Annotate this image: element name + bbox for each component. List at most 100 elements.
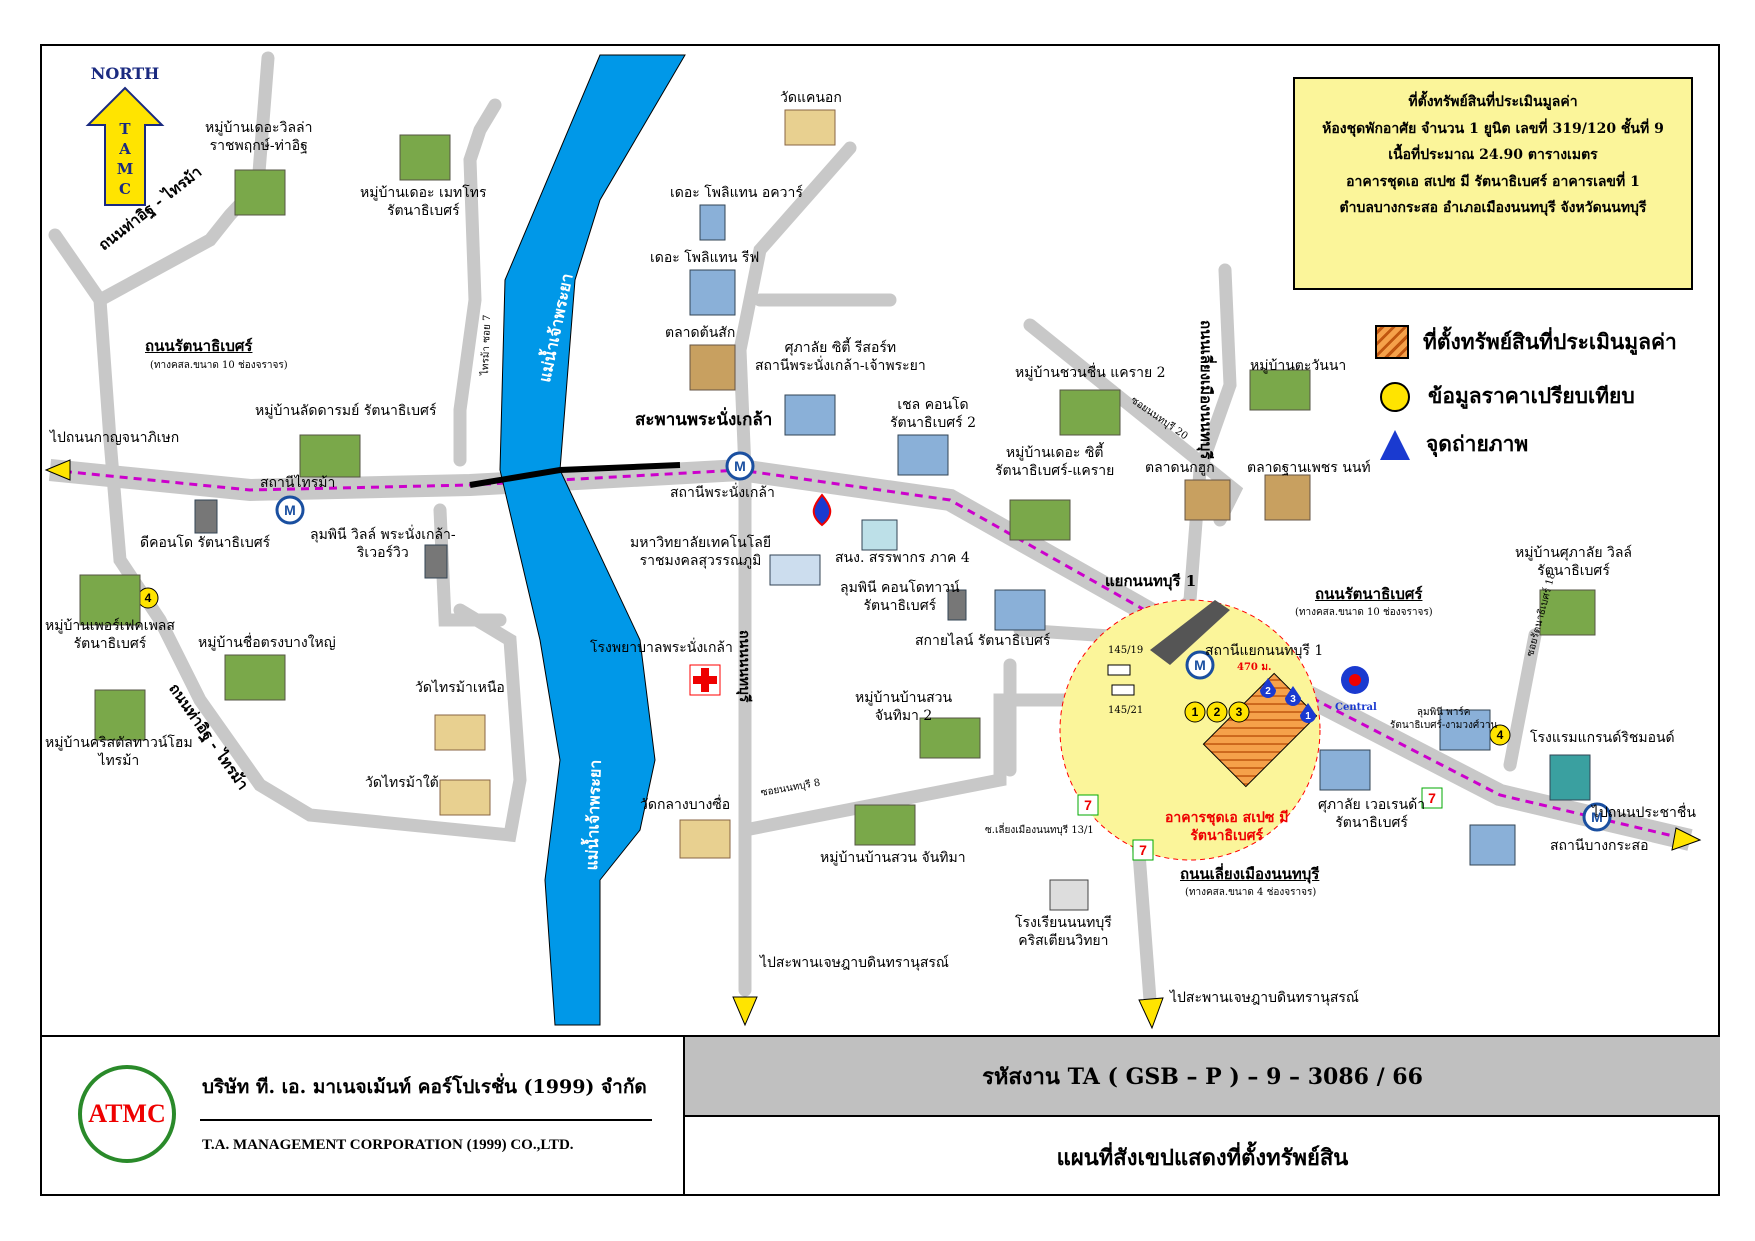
info-line-4: อาคารชุดเอ สเปซ มี รัตนาธิเบศร์ อาคารเลข… <box>1346 173 1640 190</box>
label-soi-liang-13-1: ซ.เลี่ยงเมืองนนทบุรี 13/1 <box>985 825 1094 836</box>
label-lumpini-condotown: ลุมพินี คอนโดทาวน์รัตนาธิเบศร์ <box>840 580 960 614</box>
building-icons <box>194 204 1591 866</box>
yaek-nonthaburi1-junction <box>1150 600 1230 665</box>
label-liang-road-sub: (ทางคสล.ขนาด 4 ช่องจราจร) <box>1185 887 1317 898</box>
village-icons <box>79 134 1596 846</box>
svg-text:4: 4 <box>1497 728 1504 742</box>
arrow-west-icon <box>44 459 71 481</box>
svg-text:2: 2 <box>1265 686 1271 697</box>
map-frame <box>40 44 1720 1196</box>
compass-letter-a: A <box>119 140 131 158</box>
arrow-east-icon <box>1671 827 1702 851</box>
school-icon <box>1049 879 1089 911</box>
phranangklao-bridge <box>469 462 681 488</box>
svg-text:7: 7 <box>1428 790 1436 806</box>
label-ratthanathibet-road: ถนนรัตนาธิเบศร์ <box>145 337 253 355</box>
north-arrow-icon <box>85 86 165 206</box>
label-sai-ma-soi: ไทรม้า ซอย 7 <box>480 314 494 376</box>
label-skyline: สกายไลน์ รัตนาธิเบศร์ <box>915 633 1051 649</box>
label-chuan-chuen: หมู่บ้านชวนชื่น แคราย 2 <box>1015 365 1166 381</box>
svg-text:M: M <box>1194 657 1206 673</box>
svg-text:1: 1 <box>1305 711 1311 722</box>
chao-phraya-river <box>499 54 686 1026</box>
label-thanapetch-market: ตลาดฐานเพชร นนท์ <box>1247 460 1371 476</box>
company-name-en: T.A. MANAGEMENT CORPORATION (1999) CO.,L… <box>202 1137 574 1153</box>
hospital-icon <box>689 664 721 696</box>
company-name-th: บริษัท ที. เอ. มาเนจเม้นท์ คอร์โปเรชั่น … <box>202 1076 647 1098</box>
label-to-rama5-right: ไปสะพานเจษฎาบดินทรานุสรณ์ <box>1170 990 1359 1006</box>
label-grand-richmond: โรงแรมแกรนด์ริชมอนด์ <box>1530 730 1675 746</box>
arrow-south-left-icon <box>732 996 758 1027</box>
svg-text:M: M <box>1591 809 1603 825</box>
label-chazze-condo: เชล คอนโดรัตนาธิเบศร์ 2 <box>890 397 977 431</box>
label-crystal-village: หมู่บ้านคริสตัลทาวน์โฮมไทรม้า <box>45 735 193 769</box>
label-liang-road: ถนนเลี่ยงเมืองนนทบุรี <box>1180 865 1320 883</box>
label-supalai-veranda: ศุภาลัย เวอเรนด้ารัตนาธิเบศร์ <box>1318 797 1426 831</box>
label-nonthaburi-road-left: ถนนนนทบุรี <box>736 630 752 703</box>
svg-text:4: 4 <box>145 591 152 605</box>
compass-letter-m: M <box>116 160 134 178</box>
info-line-2: ห้องชุดพักอาศัย จำนวน 1 ยูนิต เลขที่ 319… <box>1322 120 1664 137</box>
label-the-villa: หมู่บ้านเดอะวิลล่าราชพฤกษ์-ท่าอิฐ <box>205 120 313 154</box>
company-logo-text: ATMC <box>88 1099 166 1128</box>
central-logo <box>1341 666 1369 694</box>
label-lot-145-19: 145/19 <box>1108 645 1144 656</box>
job-code: รหัสงาน TA ( GSB – P ) – 9 – 3086 / 66 <box>685 1037 1720 1117</box>
label-lot-145-21: 145/21 <box>1108 705 1144 716</box>
svg-text:7: 7 <box>1084 797 1092 813</box>
label-lumpini-ville: ลุมพินี วิลล์ พระนั่งเกล้า-ริเวอร์วิว <box>310 527 456 561</box>
label-polis-breeze: เดอะ โพลิแทน รีฟ <box>650 250 760 266</box>
revenue-office-icon <box>861 519 898 551</box>
arrow-south-right-icon <box>1138 997 1164 1030</box>
info-line-5: ตำบลบางกระสอ อำเภอเมืองนนทบุรี จังหวัดนน… <box>1339 200 1647 217</box>
gas-station-icon <box>812 493 832 527</box>
footer-company-panel: ATMC บริษัท ที. เอ. มาเนจเม้นท์ คอร์โปเร… <box>40 1035 685 1196</box>
label-subject-name: อาคารชุดเอ สเปซ มีรัตนาธิเบศร์ <box>1165 810 1289 844</box>
label-phranangklao-bridge: สะพานพระนั่งเกล้า <box>635 410 773 430</box>
legend-label-photo: จุดถ่ายภาพ <box>1426 431 1529 456</box>
north-label: NORTH <box>90 64 160 83</box>
label-to-rama5-left: ไปสะพานเจษฎาบดินทรานุสรณ์ <box>760 955 949 971</box>
road-network <box>48 51 1542 1007</box>
svg-text:1: 1 <box>1192 705 1199 719</box>
lot-boxes <box>1107 664 1135 696</box>
compass-letter-t: T <box>119 120 131 138</box>
svg-text:2: 2 <box>1214 705 1221 719</box>
label-hospital: โรงพยาบาลพระนั่งเกล้า <box>590 640 733 656</box>
label-distance: 470 ม. <box>1237 662 1272 673</box>
company-logo: ATMC <box>78 1065 176 1163</box>
label-supalai-village: หมู่บ้านศุภาลัย วิลล์รัตนาธิเบศร์ <box>1515 545 1633 579</box>
map-title: แผนที่สังเขปแสดงที่ตั้งทรัพย์สิน <box>1056 1145 1349 1171</box>
label-to-prachachuen: ไปถนนประชาชื่น <box>1592 805 1696 821</box>
label-baan-suan: หมู่บ้านบ้านสวน จันทิมา <box>820 850 966 866</box>
label-polis-aqua: เดอะ โพลิแทน อควาร์ <box>670 185 803 201</box>
footer-divider <box>200 1119 652 1121</box>
label-school: โรงเรียนนนทบุรีคริสเตียนวิทยา <box>1015 915 1112 949</box>
label-wat-sai-ma-nuea: วัดไทรม้าเหนือ <box>415 680 505 696</box>
label-river-bottom: แม่น้ำเจ้าพระยา <box>582 759 605 871</box>
label-wat-sai-ma-tai: วัดไทรม้าใต้ <box>365 775 439 791</box>
label-wat-khae-nok: วัดแคนอก <box>780 90 842 106</box>
legend-item-subject: ที่ตั้งทรัพย์สินที่ประเมินมูลค่า <box>1375 325 1677 359</box>
svg-text:M: M <box>734 458 746 474</box>
label-lumpini-park: ลุมพินี พาร์ครัตนาธิเบศร์-งามวงศ์วาน <box>1390 707 1498 731</box>
legend-item-photo: จุดถ่ายภาพ <box>1380 428 1528 461</box>
mrt-station-icons: M M M M <box>275 451 1612 832</box>
label-sai-ma-station: สถานีไทรม้า <box>260 475 336 491</box>
photo-points: 2 3 1 <box>1260 678 1316 723</box>
blue-arrow-icon <box>1380 429 1410 460</box>
label-to-kanchana: ไปถนนกาญจนาภิเษก <box>50 430 180 446</box>
label-nonthaburi-road-vertical: ถนนเลี่ยงเมืองนนทบุรี <box>1197 320 1215 460</box>
label-yaek-nonthaburi1: แยกนนทบุรี 1 <box>1105 572 1197 590</box>
label-talad-tonsak: ตลาดต้นสัก <box>665 325 736 341</box>
label-chue-trong: หมู่บ้านชื่อตรงบางใหญ่ <box>198 635 336 651</box>
label-revenue: สนง. สรรพากร ภาค 4 <box>835 550 970 566</box>
label-baan-suan-2: หมู่บ้านบ้านสวนจันทิมา 2 <box>855 690 953 724</box>
label-wat-klang-bang-sue: วัดกลางบางซื่อ <box>640 797 731 813</box>
legend-item-comparable: ข้อมูลราคาเปรียบเทียบ <box>1380 380 1635 413</box>
label-d-condo: ดีคอนโด รัตนาธิเบศร์ <box>140 535 271 551</box>
label-bang-kraso-station: สถานีบางกระสอ <box>1550 838 1649 854</box>
label-phranangklao-station: สถานีพระนั่งเกล้า <box>670 485 775 501</box>
